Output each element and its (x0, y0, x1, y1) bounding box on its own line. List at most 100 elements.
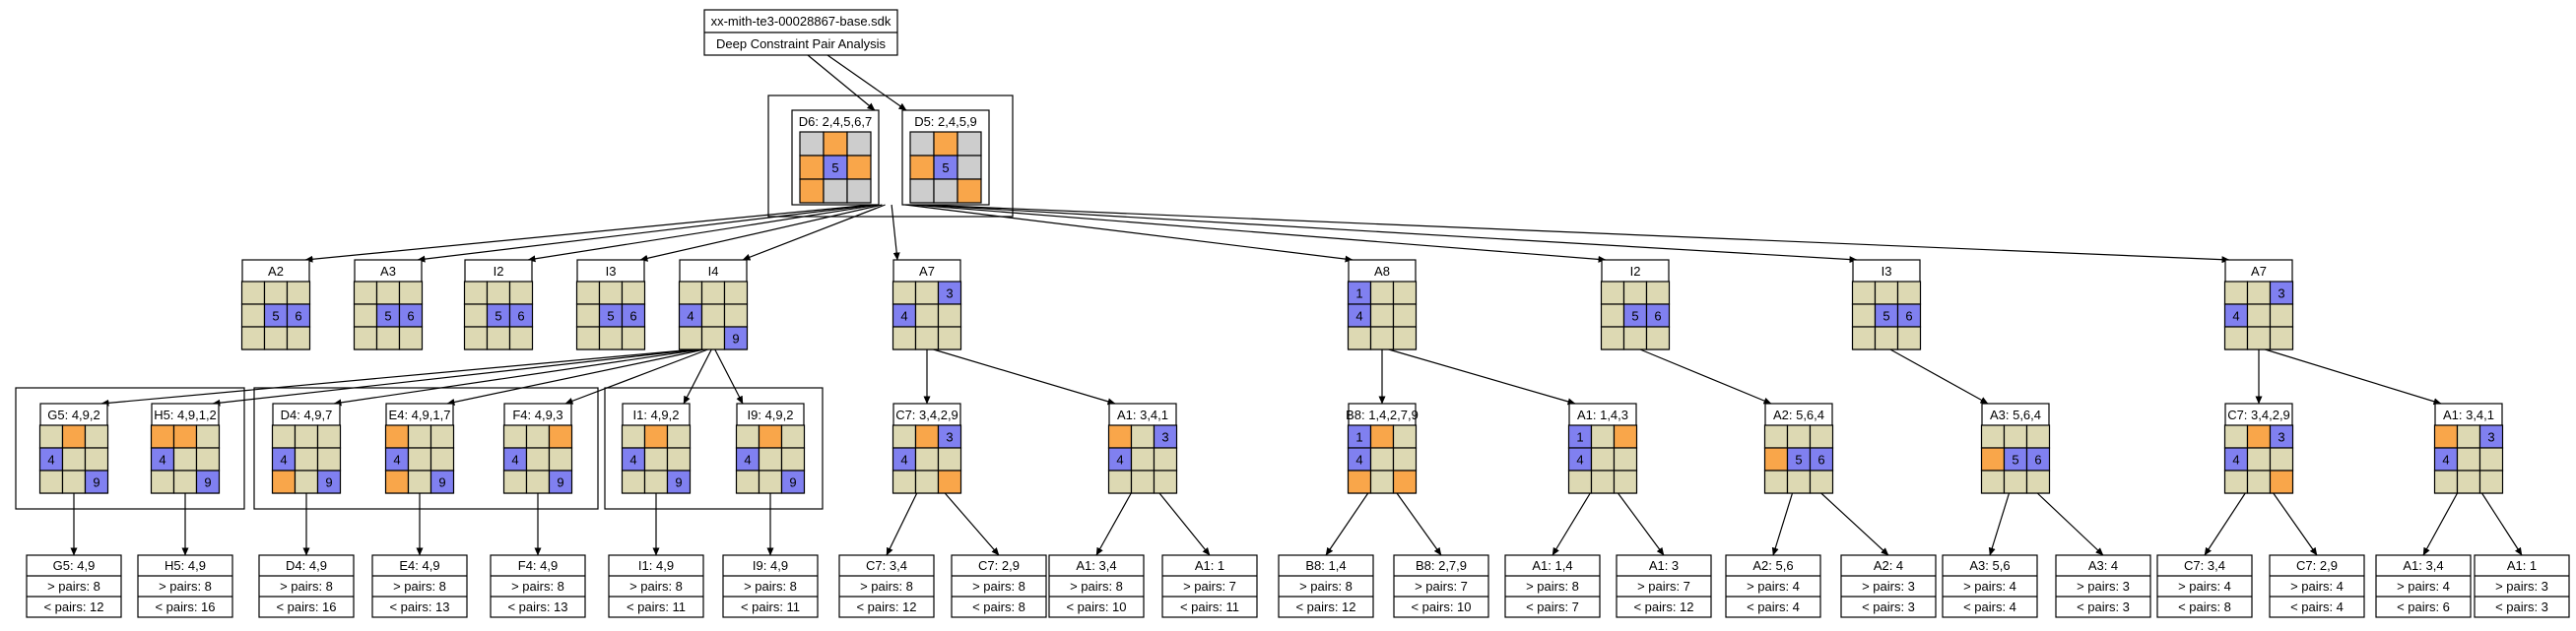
level2-node[interactable]: I9: 4,9,249 (735, 403, 806, 494)
level2-node[interactable]: I1: 4,9,249 (621, 403, 692, 494)
leaf-node[interactable]: A2: 4> pairs: 3< pairs: 3 (1840, 554, 1937, 618)
level2-node[interactable]: H5: 4,9,1,249 (150, 403, 221, 494)
leaf-node[interactable]: A3: 5,6> pairs: 4< pairs: 4 (1942, 554, 2038, 618)
leaf-node[interactable]: A3: 4> pairs: 3< pairs: 3 (2055, 554, 2151, 618)
grid-cell (353, 303, 378, 328)
grid-cell (375, 281, 401, 305)
leaf-node[interactable]: A1: 3,4> pairs: 4< pairs: 6 (2375, 554, 2472, 618)
grid-cell (1980, 447, 2006, 472)
grid-cell (38, 470, 64, 494)
pair-node[interactable]: D5: 2,4,5,95 (901, 109, 990, 206)
leaf-less-pairs: < pairs: 16 (155, 599, 215, 614)
candidate-digit: 4 (2442, 453, 2449, 468)
edge-level1-level2 (2265, 348, 2442, 406)
grid-cell (598, 326, 624, 350)
pair-node[interactable]: D6: 2,4,5,6,75 (791, 109, 880, 206)
grid-cell (933, 131, 958, 157)
grid-cell (1600, 326, 1625, 350)
grid-cell (429, 424, 455, 449)
grid-cell (1590, 470, 1616, 494)
candidate-digit: 9 (438, 475, 445, 490)
grid-cell (1600, 281, 1625, 305)
grid-cell (2223, 326, 2249, 350)
edge-level1-level2 (446, 348, 705, 406)
grid-cell (398, 326, 424, 350)
node-title: A2: 5,6,4 (1773, 408, 1824, 422)
grid-cell (643, 424, 669, 449)
leaf-title: A1: 3,4 (1076, 558, 1116, 573)
leaf-node[interactable]: F4: 4,9> pairs: 8< pairs: 13 (490, 554, 586, 618)
leaf-frame (722, 554, 819, 618)
grid-cell (398, 281, 424, 305)
candidate-digit: 9 (93, 475, 99, 490)
leaf-less-pairs: < pairs: 4 (1963, 599, 2016, 614)
level2-node[interactable]: G5: 4,9,249 (38, 403, 109, 494)
edge-level1-level2 (564, 348, 708, 405)
leaf-node[interactable]: I1: 4,9> pairs: 8< pairs: 11 (608, 554, 704, 618)
level2-node[interactable]: F4: 4,9,349 (502, 403, 573, 494)
leaf-title: I9: 4,9 (753, 558, 788, 573)
cluster-box (767, 95, 1014, 218)
leaf-node[interactable]: A1: 1,4> pairs: 8< pairs: 7 (1504, 554, 1601, 618)
grid-cell (1369, 424, 1395, 449)
grid-cell (914, 326, 940, 350)
candidate-digit: 6 (1817, 453, 1824, 468)
leaf-node[interactable]: A1: 1> pairs: 7< pairs: 11 (1161, 554, 1258, 618)
leaf-node[interactable]: C7: 3,4> pairs: 4< pairs: 8 (2156, 554, 2253, 618)
leaf-more-pairs: > pairs: 8 (860, 579, 913, 594)
grid-cell (575, 303, 601, 328)
leaf-more-pairs: > pairs: 8 (47, 579, 100, 594)
grid-cell (384, 424, 410, 449)
grid-cell (957, 178, 982, 204)
grid-cell (2246, 424, 2272, 449)
level2-node[interactable]: E4: 4,9,1,749 (384, 403, 455, 494)
edge-level1-level2 (212, 348, 697, 407)
grid-cell (2223, 281, 2249, 305)
leaf-node[interactable]: I9: 4,9> pairs: 8< pairs: 11 (722, 554, 819, 618)
grid-cell (2003, 424, 2028, 449)
leaf-node[interactable]: C7: 2,9> pairs: 4< pairs: 4 (2269, 554, 2365, 618)
level2-node[interactable]: A1: 3,4,134 (1107, 403, 1178, 494)
level2-node[interactable]: C7: 3,4,2,934 (2223, 403, 2294, 494)
leaf-node[interactable]: E4: 4,9> pairs: 8< pairs: 13 (371, 554, 468, 618)
grid-cell (1896, 326, 1922, 350)
leaf-node[interactable]: A1: 3,4> pairs: 8< pairs: 10 (1048, 554, 1145, 618)
level2-node[interactable]: C7: 3,4,2,934 (892, 403, 962, 494)
leaf-title: C7: 2,9 (2296, 558, 2338, 573)
leaf-node[interactable]: G5: 4,9> pairs: 8< pairs: 12 (26, 554, 122, 618)
leaf-node[interactable]: A2: 5,6> pairs: 4< pairs: 4 (1725, 554, 1821, 618)
level2-node[interactable]: D4: 4,9,749 (271, 403, 342, 494)
level2-node[interactable]: B8: 1,4,2,7,914 (1346, 403, 1419, 494)
grid-cell (1786, 424, 1812, 449)
leaf-node[interactable]: B8: 1,4> pairs: 8< pairs: 12 (1278, 554, 1374, 618)
leaf-title: A1: 1 (1195, 558, 1224, 573)
level2-node[interactable]: A1: 3,4,134 (2433, 403, 2504, 494)
grid-cell (1622, 281, 1648, 305)
leaf-node[interactable]: A1: 1> pairs: 3< pairs: 3 (2474, 554, 2570, 618)
grid-cell (1590, 447, 1616, 472)
leaf-node[interactable]: H5: 4,9> pairs: 8< pairs: 16 (137, 554, 233, 618)
leaf-node[interactable]: D4: 4,9> pairs: 8< pairs: 16 (258, 554, 355, 618)
grid-cell (700, 303, 726, 328)
level2-node[interactable]: A1: 1,4,314 (1567, 403, 1638, 494)
leaf-node[interactable]: C7: 2,9> pairs: 8< pairs: 8 (951, 554, 1047, 618)
grid-cell (892, 470, 917, 494)
leaf-node[interactable]: A1: 3> pairs: 7< pairs: 12 (1616, 554, 1712, 618)
leaf-node[interactable]: B8: 2,7,9> pairs: 7< pairs: 10 (1393, 554, 1489, 618)
grid-cell (2246, 281, 2272, 305)
leaf-more-pairs: > pairs: 8 (280, 579, 333, 594)
leaf-node[interactable]: C7: 3,4> pairs: 8< pairs: 12 (838, 554, 935, 618)
